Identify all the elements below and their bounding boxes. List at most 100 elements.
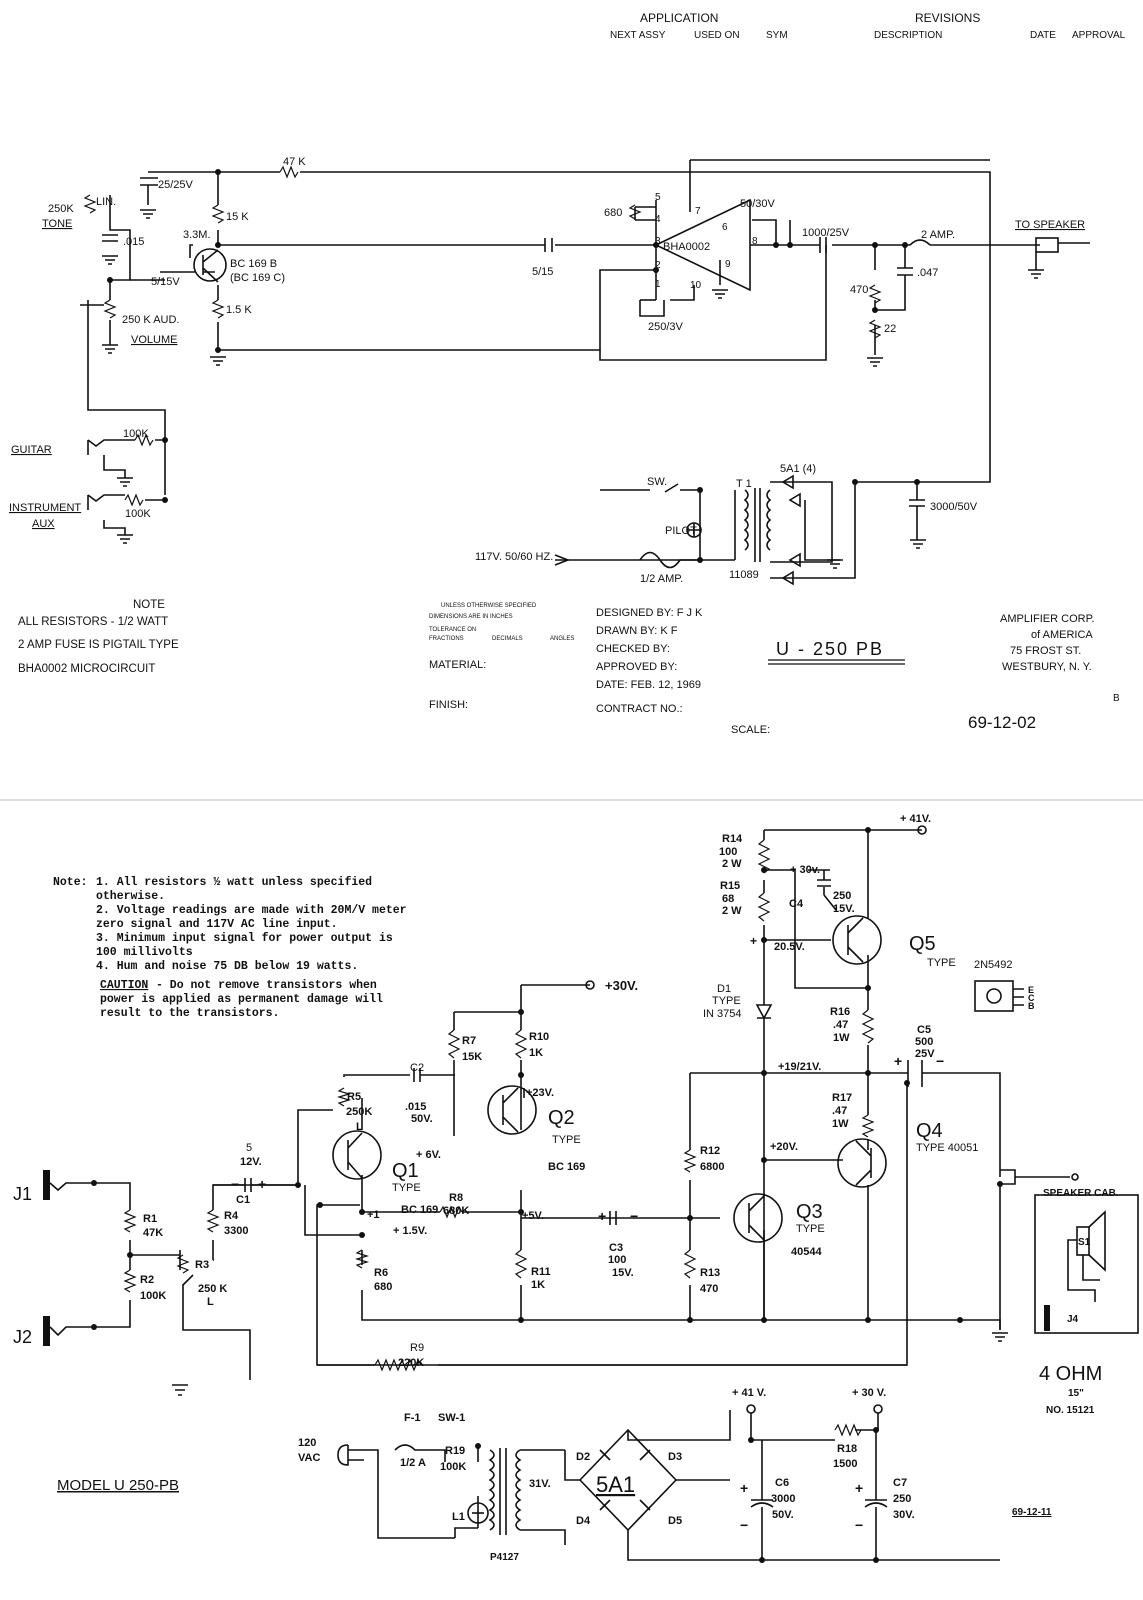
r5-value: 250K: [346, 1106, 372, 1118]
note-item-3b: 100 millivolts: [96, 946, 193, 959]
f1-label: F-1: [404, 1412, 421, 1424]
next-assy-label: NEXT ASSY: [610, 30, 666, 41]
date-value: DATE: FEB. 12, 1969: [596, 679, 701, 691]
c2-name: C2: [410, 1062, 424, 1074]
c3-value: 100: [608, 1254, 626, 1266]
v15-label: + 1.5V.: [393, 1225, 427, 1237]
v205-label: 20.5V.: [774, 941, 805, 953]
transformer-label: T 1: [736, 478, 752, 490]
c-top-label: 25/25V: [158, 179, 194, 191]
c-out-label: 1000/25V: [802, 227, 850, 239]
r9-name: R9: [410, 1342, 424, 1354]
p4127-label: P4127: [490, 1552, 519, 1563]
q2-part-label: BC 169: [548, 1161, 585, 1173]
c-couple-label: 5/15: [532, 266, 553, 278]
fuse-value-label: 1/2 A: [400, 1457, 426, 1469]
r11-value: 1K: [531, 1279, 545, 1291]
q3-part-label: 40544: [791, 1246, 822, 1258]
v30-label: +30V.: [605, 978, 638, 993]
d1-name: D1: [717, 983, 731, 995]
top-note-line-1: ALL RESISTORS - 1/2 WATT: [18, 616, 168, 628]
revision-header: APPLICATION NEXT ASSY USED ON SYM REVISI…: [610, 11, 1126, 41]
guitar-label: GUITAR: [11, 444, 52, 456]
c7-plus: +: [855, 1480, 863, 1496]
r4-name: R4: [224, 1210, 239, 1222]
r-collector-label: 15 K: [226, 211, 249, 223]
r12-name: R12: [700, 1145, 720, 1157]
q4-type-label: TYPE 40051: [916, 1142, 978, 1154]
company-line-4: WESTBURY, N. Y.: [1002, 661, 1092, 673]
r15-rating: 2 W: [722, 905, 742, 917]
d3-label: D3: [668, 1451, 682, 1463]
r1-name: R1: [143, 1213, 157, 1225]
d2-label: D2: [576, 1451, 590, 1463]
ohm-label: 4 OHM: [1039, 1363, 1102, 1385]
pin-10: 10: [690, 280, 702, 291]
plus-sign: +: [750, 934, 757, 948]
designed-label: DESIGNED BY: F J K: [596, 607, 703, 619]
c3-name: C3: [609, 1242, 623, 1254]
r11-name: R11: [531, 1266, 551, 1278]
q2-type-label: TYPE: [552, 1134, 581, 1146]
pin-3: 3: [655, 236, 661, 247]
d1-type: TYPE: [712, 995, 741, 1007]
r16-value: .47: [833, 1019, 848, 1031]
finish-label: FINISH:: [429, 699, 468, 711]
c3-rating: 15V.: [612, 1267, 634, 1279]
c3-plus: +: [598, 1208, 606, 1224]
checked-label: CHECKED BY:: [596, 643, 670, 655]
r-in2-label: 100K: [125, 508, 151, 520]
r15-value: 68: [722, 893, 734, 905]
c-zobel-label: .047: [917, 267, 938, 279]
r-emitter-label: 1.5 K: [226, 304, 252, 316]
r14-value: 100: [719, 846, 737, 858]
q3-type-label: TYPE: [796, 1223, 825, 1235]
q5-pin-b: B: [1028, 1001, 1035, 1011]
ic-label: BHA0002: [663, 241, 710, 253]
r6-value: 680: [374, 1281, 392, 1293]
tolerance-label: TOLERANCE ON: [429, 627, 476, 633]
c5-rating: 25V: [915, 1048, 935, 1060]
c5-value: 500: [915, 1036, 933, 1048]
c7-value: 250: [893, 1493, 911, 1505]
bottom-schematic: + 41V. +30V. R14 100 2 W R15 68 2 W + 30…: [13, 813, 1139, 1563]
material-label: MATERIAL:: [429, 659, 486, 671]
pin-7: 7: [695, 206, 701, 217]
r1-value: 47K: [143, 1227, 163, 1239]
r18-name: R18: [837, 1443, 857, 1455]
r-470-label: 470: [850, 284, 868, 296]
caution-line-1: - Do not remove transistors when: [156, 979, 377, 992]
company-line-2: of AMERICA: [1031, 629, 1093, 641]
top-notes: NOTE ALL RESISTORS - 1/2 WATT 2 AMP FUSE…: [18, 599, 179, 675]
q5-pin-e: E: [1028, 985, 1034, 995]
c-in-label: 5/15V: [151, 276, 180, 288]
c6-plus: +: [740, 1480, 748, 1496]
q1-type-label: TYPE: [392, 1182, 421, 1194]
transistor-label: BC 169 B: [230, 258, 277, 270]
v41-label: + 41V.: [900, 813, 931, 825]
q3-label: Q3: [796, 1201, 823, 1223]
to-speaker-label: TO SPEAKER: [1015, 219, 1085, 231]
r10-value: 1K: [529, 1047, 543, 1059]
c4-name: C4: [789, 898, 804, 910]
s1-label: S1: [1078, 1237, 1091, 1248]
model-label: MODEL U 250-PB: [57, 1477, 179, 1494]
r14-name: R14: [722, 833, 743, 845]
r5-taper: L: [356, 1121, 363, 1133]
pin-4: 4: [655, 214, 661, 225]
sym-label: SYM: [766, 30, 788, 41]
caution-word: CAUTION: [100, 979, 148, 992]
used-on-label: USED ON: [694, 30, 740, 41]
j1-label: J1: [13, 1184, 32, 1204]
c6-name: C6: [775, 1477, 789, 1489]
r-feedback-label: 47 K: [283, 156, 306, 168]
v31-label: 31V.: [529, 1478, 551, 1490]
pin-5: 5: [655, 192, 661, 203]
revisions-label: REVISIONS: [915, 11, 980, 25]
c7-rating: 30V.: [893, 1509, 915, 1521]
r2-name: R2: [140, 1274, 154, 1286]
c5-minus: −: [936, 1053, 944, 1069]
c1-minus: −: [231, 1176, 239, 1192]
r7-name: R7: [462, 1035, 476, 1047]
volume-r-label: 250 K AUD.: [122, 314, 179, 326]
